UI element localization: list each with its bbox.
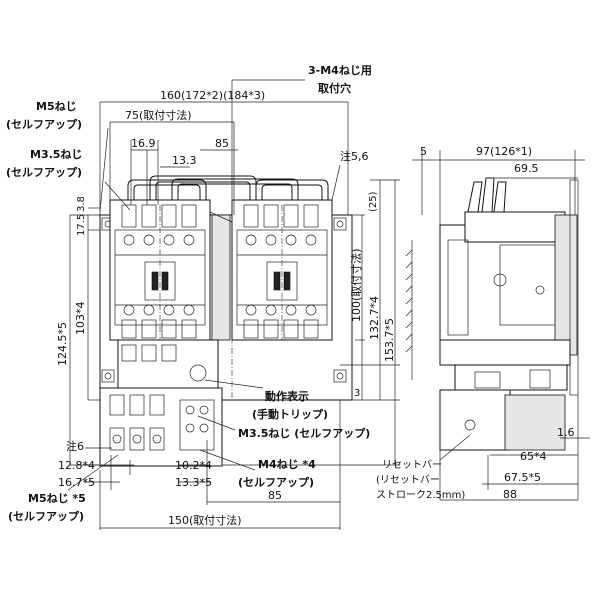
m4-mount-label-2: 取付穴 (318, 81, 351, 95)
op-indicator-label-1: 動作表示 (265, 389, 309, 403)
dim-88: 88 (503, 488, 517, 501)
dim-67-5: 67.5*5 (504, 471, 541, 484)
m5-top-label-2: (セルフアップ) (6, 117, 82, 131)
dim-3-8: 3.8 (76, 196, 87, 212)
note-5-6: 注5,6 (340, 149, 369, 163)
m5-top-label-1: M5ねじ (36, 100, 77, 113)
op-indicator-label-2: (手動トリップ) (252, 407, 328, 421)
dim-13-3-5: 13.3*5 (175, 476, 212, 489)
dim-85-top: 85 (215, 137, 229, 150)
dim-132-7: 132.7*4 (368, 296, 381, 340)
interlock-bars (127, 175, 329, 200)
dim-17-5: 17.5 (76, 214, 87, 236)
dim-16-7: 16.7*5 (58, 476, 95, 489)
dim-103: 103*4 (74, 302, 87, 336)
reset-label-1: リセットバー (382, 459, 442, 471)
side-dimension-lines (412, 150, 590, 501)
dim-13-3: 13.3 (172, 154, 197, 167)
m4-label-1: M4ねじ *4 (258, 458, 316, 471)
reset-label-2: (リセットバー (376, 474, 440, 486)
dim-3-right: 3 (354, 388, 360, 399)
dim-1-6: 1.6 (557, 426, 575, 439)
dim-69-5: 69.5 (514, 162, 539, 175)
dim-85-bottom: 85 (268, 489, 282, 502)
thermal-overload-relay (99, 339, 223, 467)
dim-97: 97(126*1) (476, 145, 532, 158)
dim-100: 100(取付寸法) (349, 248, 363, 322)
dim-12-8: 12.8*4 (58, 459, 95, 472)
dim-16-9: 16.9 (131, 137, 156, 150)
mounting-holes (101, 217, 347, 383)
dim-160: 160(172*2)(184*3) (160, 89, 265, 102)
m35-right-label: M3.5ねじ (セルフアップ) (238, 426, 370, 440)
note-6: 注6 (66, 439, 84, 453)
m35-top-label-1: M3.5ねじ (30, 148, 82, 161)
m4-label-2: (セルフアップ) (238, 475, 314, 489)
front-dimension-lines (67, 79, 400, 530)
dim-153-7: 153.7*5 (383, 318, 396, 362)
dim-65: 65*4 (520, 450, 547, 463)
dimension-labels: 160(172*2)(184*3) 75(取付寸法) 16.9 85 13.3 … (6, 64, 575, 527)
m5-bottom-label-2: (セルフアップ) (8, 509, 84, 523)
front-view (99, 175, 353, 467)
dim-10-2: 10.2*4 (175, 459, 212, 472)
dim-75: 75(取付寸法) (125, 108, 192, 122)
center-lines (159, 205, 283, 400)
dim-5: 5 (420, 145, 427, 158)
m4-mount-label-1: 3-M4ねじ用 (308, 64, 372, 77)
m5-bottom-label-1: M5ねじ *5 (28, 492, 86, 505)
side-view (405, 177, 579, 451)
dim-124-5: 124.5*5 (56, 322, 69, 366)
dim-150: 150(取付寸法) (168, 513, 242, 527)
m35-top-label-2: (セルフアップ) (6, 165, 82, 179)
dim-25: (25) (368, 191, 379, 212)
reset-label-3: ストローク2.5mm) (376, 489, 465, 501)
